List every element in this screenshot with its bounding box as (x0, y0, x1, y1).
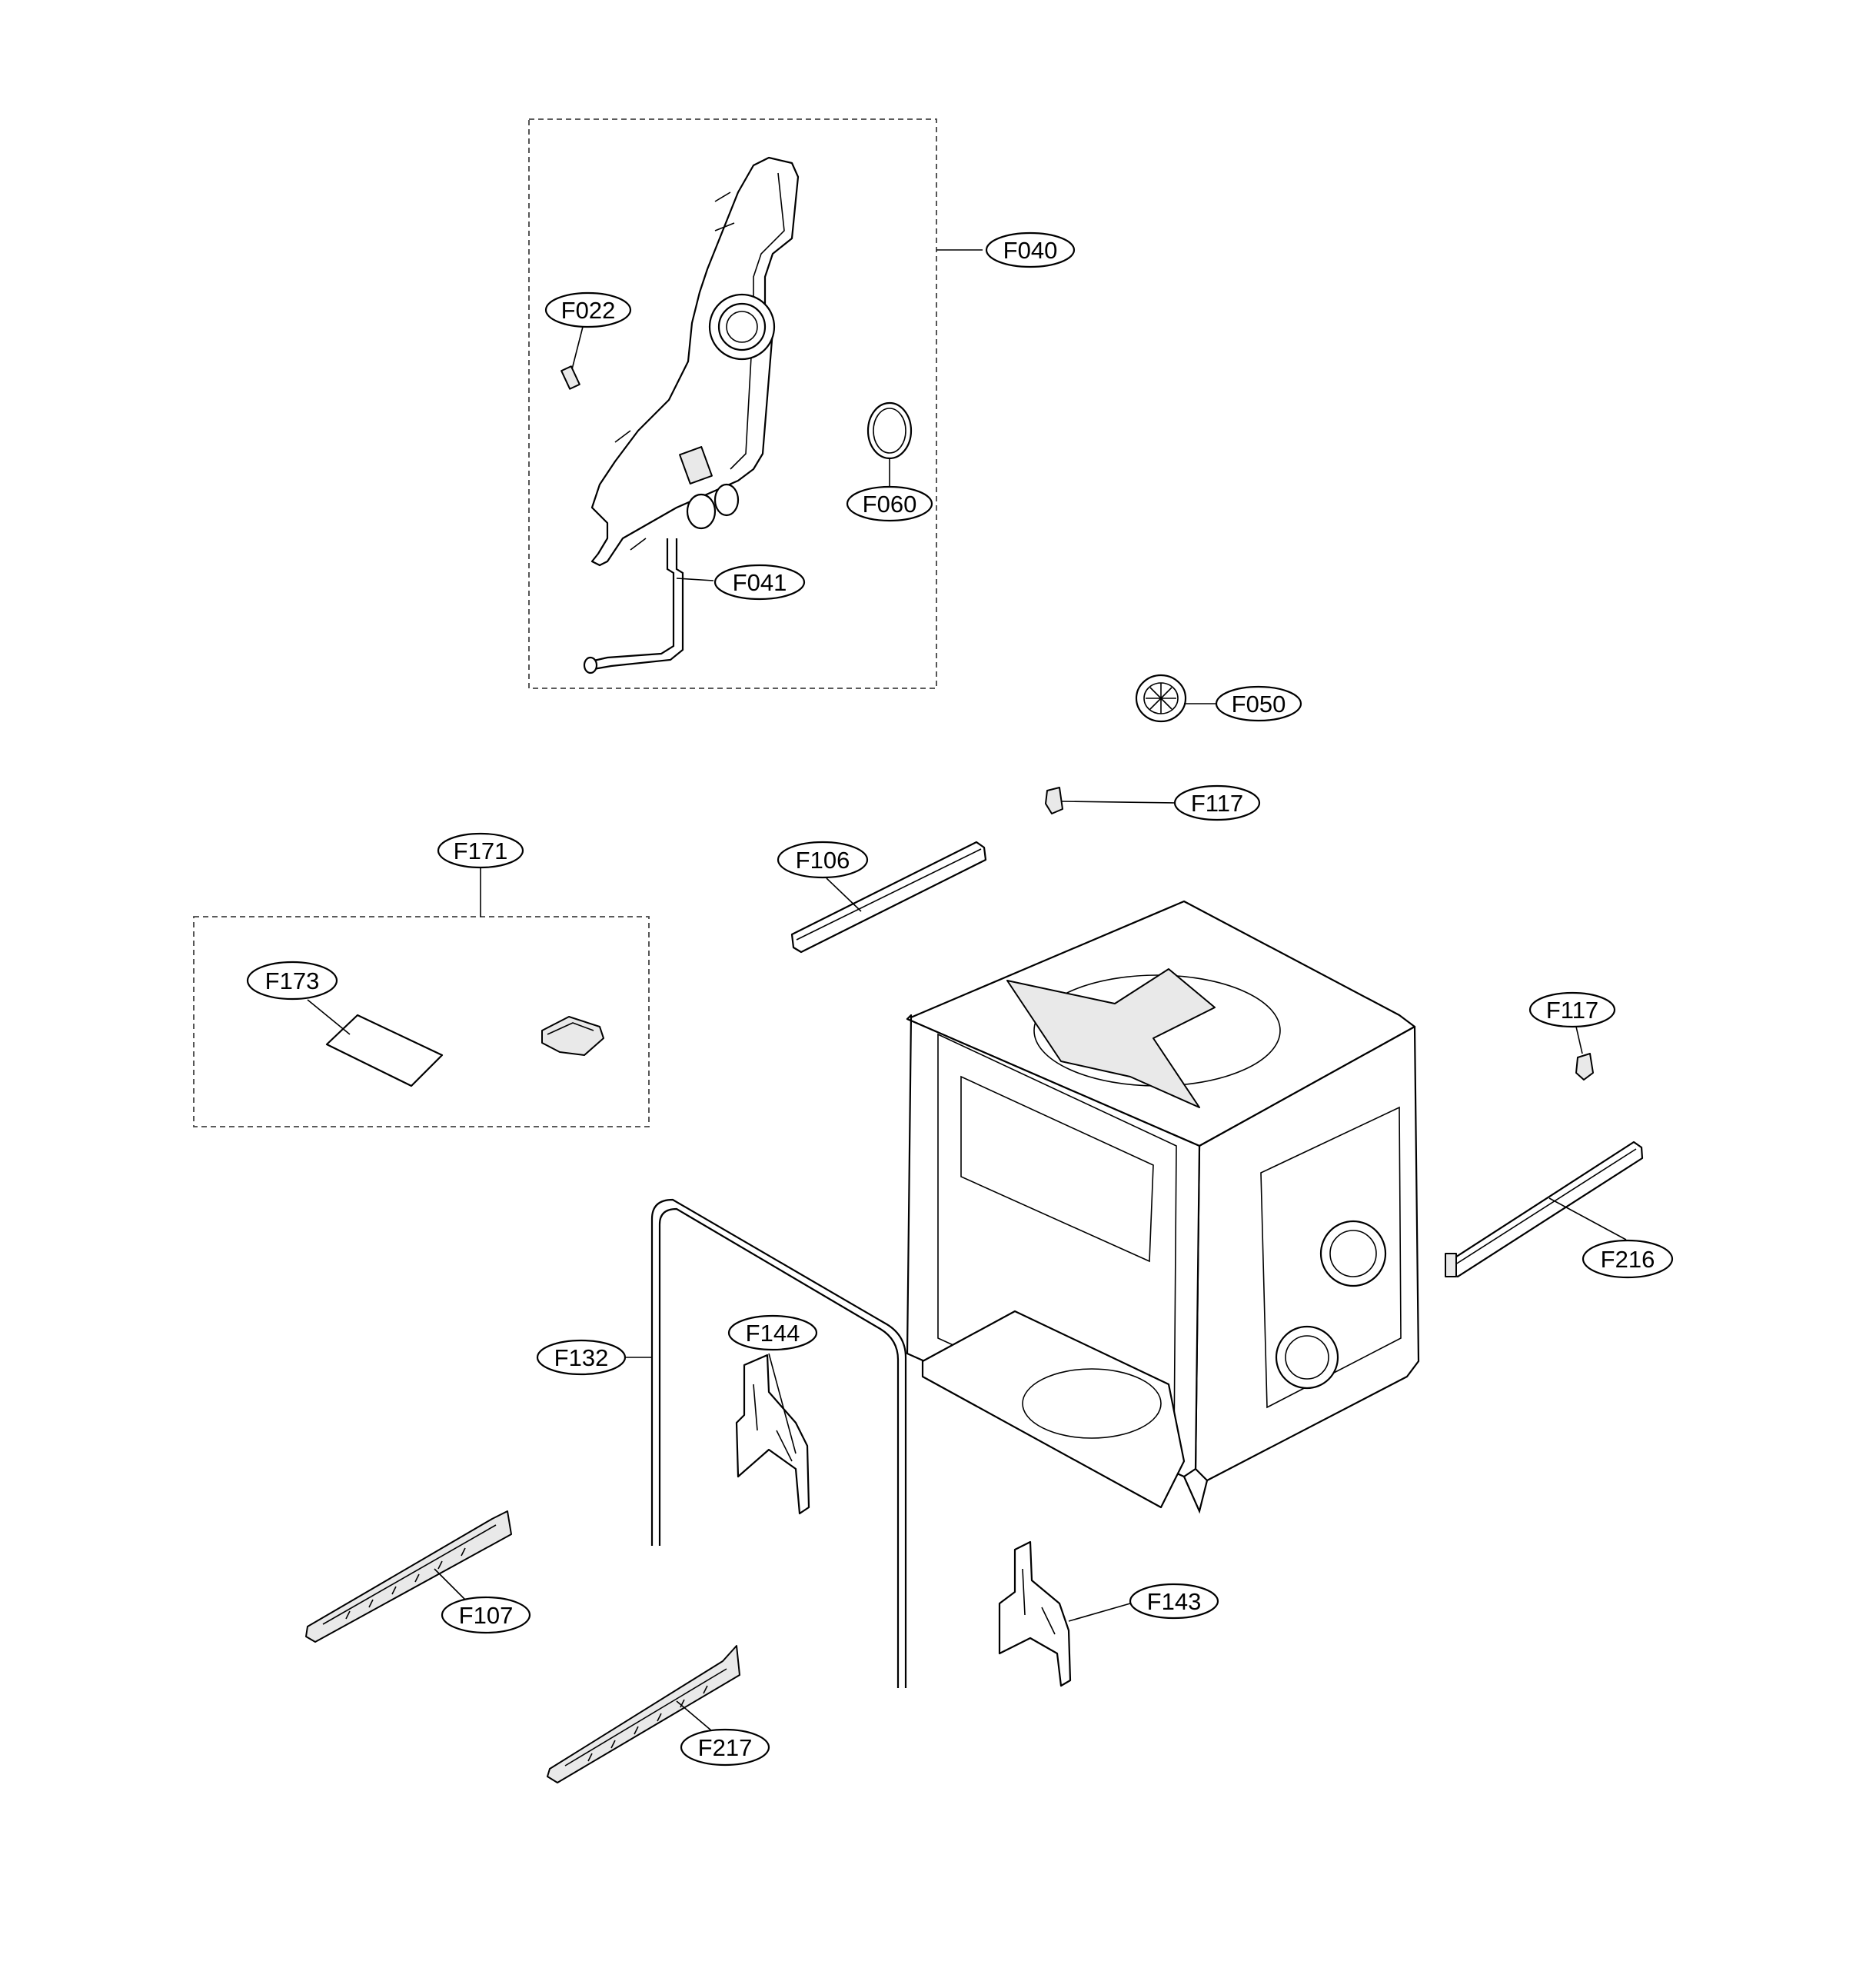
callout-f117-top: F117 (1173, 784, 1261, 821)
part-f022-screw[interactable] (560, 365, 580, 390)
callout-f060: F060 (846, 485, 933, 522)
part-f132-gasket[interactable] (650, 1198, 907, 1688)
f040-group-box (528, 118, 937, 689)
callout-f173-label: F173 (265, 967, 320, 994)
callout-f216: F216 (1582, 1239, 1674, 1279)
part-f144-hinge[interactable] (735, 1354, 810, 1515)
callout-f107-label: F107 (459, 1602, 514, 1629)
callout-f041: F041 (713, 564, 806, 601)
part-f060-o-ring[interactable] (866, 401, 913, 460)
callout-f106: F106 (777, 841, 869, 879)
callout-f143: F143 (1129, 1583, 1219, 1620)
callout-f022-label: F022 (561, 297, 616, 324)
callout-f050-label: F050 (1232, 691, 1286, 718)
callout-f022: F022 (544, 291, 632, 328)
callout-f060-label: F060 (863, 491, 917, 518)
part-f050-filter[interactable] (1135, 674, 1187, 723)
callout-f173: F173 (246, 961, 338, 1001)
callout-f217: F217 (680, 1728, 770, 1767)
leader-lines (307, 249, 1627, 1731)
part-f106-rail[interactable] (790, 841, 987, 954)
part-f173-label[interactable] (325, 1014, 444, 1087)
callout-f171-label: F171 (454, 837, 508, 864)
callout-f106-label: F106 (796, 847, 850, 874)
part-f041-tube[interactable] (583, 538, 684, 674)
callout-f144: F144 (727, 1314, 818, 1351)
callout-f132: F132 (536, 1339, 627, 1376)
callout-f171: F171 (437, 832, 524, 869)
callout-f050: F050 (1215, 685, 1302, 722)
callout-f216-label: F216 (1601, 1246, 1655, 1273)
callout-f117-right: F117 (1528, 991, 1616, 1028)
callout-f143-label: F143 (1147, 1588, 1202, 1615)
part-f117-clip-top[interactable] (1045, 787, 1063, 814)
part-tub-cabinet (906, 900, 1420, 1514)
callout-f040-label: F040 (1003, 237, 1058, 264)
callout-f144-label: F144 (746, 1320, 800, 1347)
part-f107-rail[interactable] (305, 1510, 512, 1643)
part-f143-hinge[interactable] (998, 1540, 1072, 1687)
callout-f041-label: F041 (733, 569, 787, 596)
callout-f117-top-label: F117 (1191, 790, 1243, 817)
part-f040-manifold[interactable] (590, 156, 800, 567)
callout-f132-label: F132 (554, 1344, 609, 1371)
callout-f217-label: F217 (698, 1734, 753, 1761)
callout-f040: F040 (985, 231, 1076, 268)
part-f171-module[interactable] (541, 1016, 604, 1056)
callout-f107: F107 (441, 1596, 531, 1634)
callout-f117-right-label: F117 (1546, 997, 1598, 1024)
part-f117-clip-right[interactable] (1575, 1053, 1594, 1081)
part-f216-rail[interactable] (1445, 1141, 1644, 1278)
part-f217-rail[interactable] (547, 1645, 740, 1783)
